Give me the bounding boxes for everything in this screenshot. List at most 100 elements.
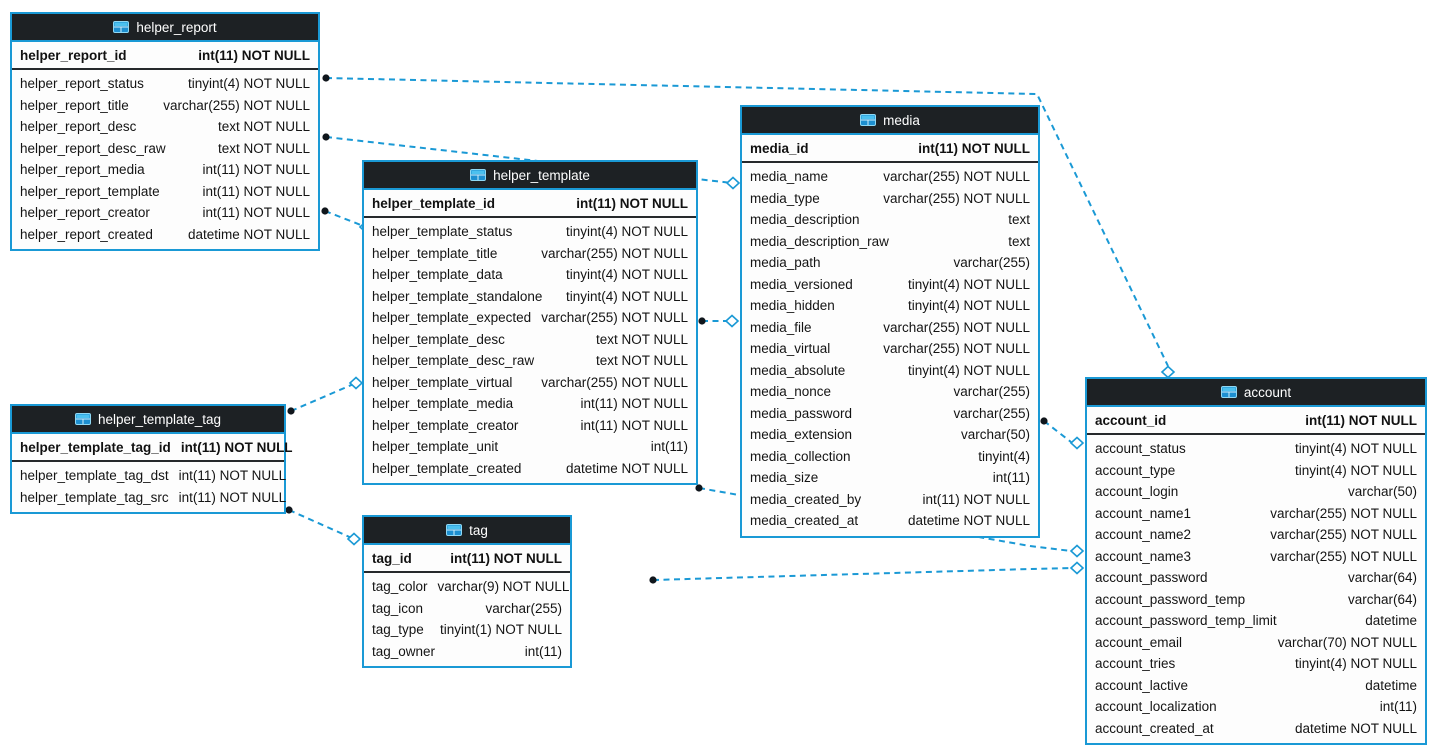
column-name: helper_template_unit — [372, 439, 499, 454]
column-name: helper_template_title — [372, 245, 498, 261]
table-account[interactable]: account account_id int(11) NOT NULL acco… — [1085, 377, 1427, 745]
rel-helper_template_tag-helper_template[interactable] — [287, 376, 364, 415]
column-name: media_versioned — [750, 276, 853, 292]
column-type: int(11) NOT NULL — [202, 205, 310, 220]
column-name: account_name3 — [1095, 548, 1192, 564]
column-type: datetime NOT NULL — [907, 513, 1030, 528]
column-name: tag_id — [372, 551, 412, 566]
column-name: account_tries — [1095, 656, 1176, 671]
table-header[interactable]: account — [1087, 379, 1425, 407]
column-name: media_id — [750, 141, 809, 156]
column-name: media_description_raw — [750, 233, 889, 249]
column-name: media_description — [750, 212, 860, 227]
column-name: helper_report_created — [20, 226, 153, 242]
table-header[interactable]: media — [742, 107, 1038, 135]
table-title: media — [883, 112, 920, 128]
column-row: account_tries tinyint(4) NOT NULL — [1087, 653, 1425, 675]
column-type: varchar(255) — [953, 405, 1030, 421]
column-name: media_path — [750, 255, 821, 270]
column-name: account_email — [1095, 634, 1183, 650]
column-name: account_password_temp_limit — [1095, 613, 1277, 628]
column-type: int(11) — [992, 470, 1030, 485]
table-header[interactable]: tag — [364, 517, 570, 545]
column-type: int(11) — [524, 643, 562, 659]
column-type: int(11) NOT NULL — [198, 48, 310, 63]
column-name: helper_report_desc_raw — [20, 140, 166, 156]
column-type: int(11) NOT NULL — [580, 396, 688, 411]
column-type: text — [1008, 233, 1030, 249]
column-type: int(11) NOT NULL — [202, 162, 310, 177]
table-helper_template_tag[interactable]: helper_template_tag helper_template_tag_… — [10, 404, 293, 514]
column-type: int(11) NOT NULL — [576, 196, 688, 211]
table-icon — [74, 413, 91, 425]
column-name: media_password — [750, 405, 853, 421]
rel-tag-account[interactable] — [649, 561, 1085, 584]
column-type: tinyint(4) NOT NULL — [1294, 656, 1417, 671]
table-title: account — [1243, 384, 1292, 400]
column-name: helper_report_status — [20, 76, 144, 91]
column-name: media_virtual — [750, 341, 831, 356]
table-icon — [113, 21, 130, 33]
rel-media-account[interactable] — [1040, 417, 1085, 450]
column-name: helper_template_id — [372, 196, 496, 211]
column-type: tinyint(4) NOT NULL — [907, 298, 1030, 313]
table-helper_report[interactable]: helper_report helper_report_id int(11) N… — [10, 12, 320, 251]
column-name: helper_template_creator — [372, 417, 519, 433]
table-media[interactable]: media media_id int(11) NOT NULL media_na… — [740, 105, 1040, 538]
column-type: tinyint(4) NOT NULL — [565, 224, 688, 239]
column-name: helper_template_data — [372, 267, 503, 282]
column-type: varchar(70) NOT NULL — [1277, 634, 1417, 650]
column-name: account_type — [1095, 462, 1176, 478]
rel-helper_template-media[interactable] — [698, 314, 740, 328]
column-type: varchar(64) — [1347, 570, 1417, 585]
table-icon — [860, 114, 877, 126]
column-row: helper_template_unit int(11) — [364, 436, 696, 458]
column-type: int(11) NOT NULL — [178, 489, 287, 505]
column-name: media_absolute — [750, 362, 846, 378]
rel-helper_template-account[interactable] — [695, 484, 1085, 558]
column-type: int(11) NOT NULL — [918, 141, 1030, 156]
primary-key-row: helper_template_tag_id int(11) NOT NULL — [12, 434, 293, 462]
column-name: helper_report_desc — [20, 119, 137, 134]
column-name: helper_template_created — [372, 460, 522, 476]
column-row: helper_report_creator int(11) NOT NULL — [12, 202, 318, 224]
table-header[interactable]: helper_report — [12, 14, 318, 42]
table-helper_template[interactable]: helper_template helper_template_id int(1… — [362, 160, 698, 485]
column-name: media_created_by — [750, 491, 862, 507]
column-name: helper_report_creator — [20, 205, 150, 220]
column-name: account_id — [1095, 413, 1167, 428]
column-row: media_description_raw text — [742, 231, 1038, 253]
rel-helper_report-account[interactable] — [322, 74, 1176, 379]
table-header[interactable]: helper_template_tag — [12, 406, 284, 434]
table-header[interactable]: helper_template — [364, 162, 696, 190]
column-type: int(11) — [650, 439, 688, 454]
column-type: varchar(255) NOT NULL — [1270, 505, 1417, 521]
column-name: media_size — [750, 470, 819, 485]
column-type: varchar(9) NOT NULL — [437, 579, 570, 594]
rel-helper_template_tag-tag[interactable] — [285, 506, 362, 546]
primary-key-row: helper_report_id int(11) NOT NULL — [12, 42, 318, 70]
column-name: helper_template_media — [372, 396, 514, 411]
